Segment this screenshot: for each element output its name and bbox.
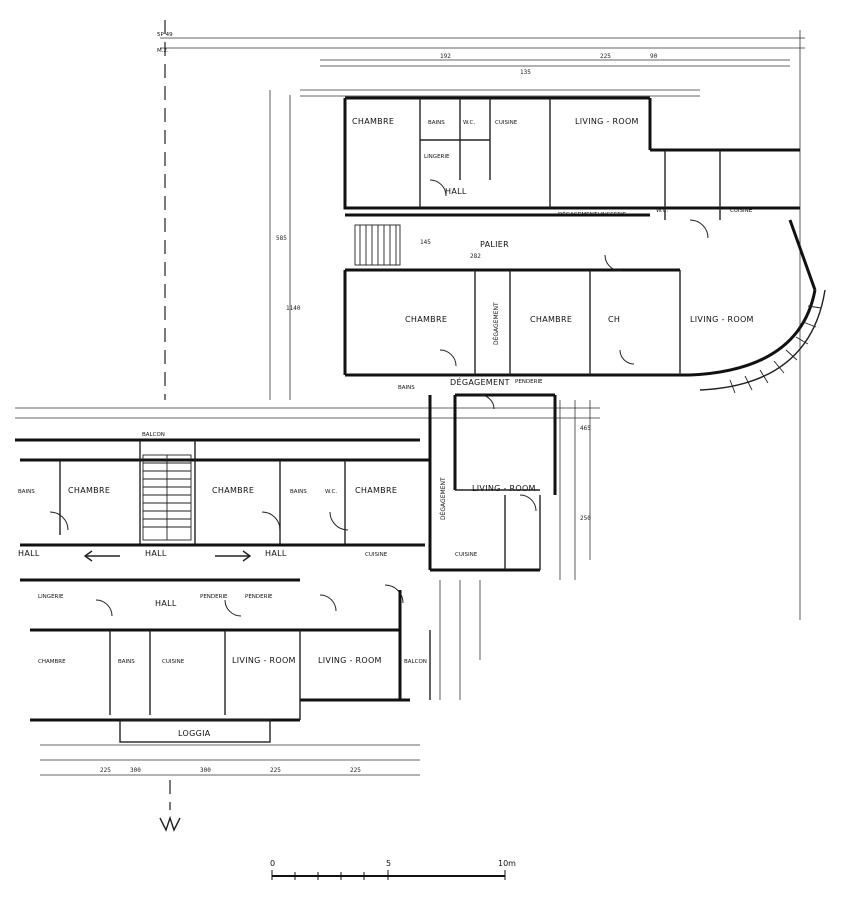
dimension-text: 282 — [470, 253, 481, 260]
room-label: LIVING - ROOM — [575, 117, 639, 126]
room-label: CUISINE — [455, 552, 478, 558]
dimension-text: 192 — [440, 53, 451, 60]
room-label: BAINS — [290, 489, 307, 495]
compass-mark — [159, 780, 181, 832]
room-label: HALL — [265, 549, 287, 558]
room-label: CHAMBRE — [355, 486, 397, 495]
room-label: BALCON — [142, 432, 165, 438]
room-label: VAISSERIE — [598, 212, 627, 218]
room-label: LOGGIA — [178, 729, 211, 738]
dimension-text: 300 — [130, 767, 141, 774]
top-dimension-rails — [160, 30, 805, 620]
room-label: HALL — [18, 549, 40, 558]
curved-stair — [729, 305, 822, 394]
room-label: HALL — [445, 187, 467, 196]
room-label: W.C. — [463, 120, 475, 126]
middle-block-walls — [15, 393, 600, 582]
room-label: CH — [608, 315, 620, 324]
room-label: DÉGAGEMENT — [492, 302, 500, 345]
room-label: BAINS — [428, 120, 445, 126]
hall-arrows — [83, 550, 252, 562]
room-label: PENDERIE — [200, 594, 228, 600]
room-label: CHAMBRE — [405, 315, 447, 324]
room-label: DÉGAGEMENT — [450, 376, 510, 387]
room-label: CHAMBRE — [352, 117, 394, 126]
room-label: BALCON — [404, 659, 427, 665]
room-label: PALIER — [480, 240, 509, 249]
lower-block-walls — [30, 590, 431, 776]
axis-mark-top: 5P 49 — [157, 32, 173, 38]
scale-label-0: 0 — [270, 859, 275, 868]
room-label: LIVING - ROOM — [472, 484, 536, 493]
room-label: BAINS — [398, 385, 415, 391]
scale-label-5: 5 — [386, 859, 391, 868]
room-label: HALL — [145, 549, 167, 558]
dimension-text: 135 — [520, 69, 531, 76]
room-label: PENDERIE — [245, 594, 273, 600]
room-label: CUISINE — [162, 659, 185, 665]
scale-bar: 0 5 10m — [270, 859, 516, 880]
dimension-text: 225 — [270, 767, 281, 774]
axis-mark-label: M.2. — [157, 48, 169, 54]
middle-doors — [49, 394, 537, 617]
room-label: CHAMBRE — [212, 486, 254, 495]
dimension-text: 585 — [276, 235, 287, 242]
scale-label-10: 10m — [498, 859, 516, 868]
room-label: PENDERIE — [515, 379, 543, 385]
upper-block-walls — [343, 96, 826, 391]
room-label: LIVING - ROOM — [690, 315, 754, 324]
dimension-text: 225 — [100, 767, 111, 774]
room-label: W.C. — [325, 489, 337, 495]
upper-stair — [354, 224, 401, 266]
room-label: CUISINE — [730, 208, 753, 214]
room-label: CHAMBRE — [38, 659, 66, 665]
side-dimension-rails — [269, 90, 591, 700]
dimension-text: 145 — [420, 239, 431, 246]
room-label: W.C. — [656, 208, 668, 214]
dimension-text: 225 — [600, 53, 611, 60]
room-label: BAINS — [118, 659, 135, 665]
dimension-text: 250 — [580, 515, 591, 522]
room-label: DÉGAGEMENT — [558, 210, 598, 218]
room-label: CHAMBRE — [68, 486, 110, 495]
room-label: LIVING - ROOM — [232, 656, 296, 665]
dimension-text: 300 — [200, 767, 211, 774]
dimension-numbers: 192 225 135 90 585 1140 225 300 300 225 … — [100, 53, 658, 774]
dimension-text: 90 — [650, 53, 658, 60]
room-label: HALL — [155, 599, 177, 608]
room-label: BAINS — [18, 489, 35, 495]
dimension-text: 465 — [580, 425, 591, 432]
middle-stair — [142, 454, 192, 541]
room-label: LIVING - ROOM — [318, 656, 382, 665]
room-label: CUISINE — [365, 552, 388, 558]
room-label: LINGERIE — [424, 154, 450, 160]
room-label: CHAMBRE — [530, 315, 572, 324]
dimension-text: 225 — [350, 767, 361, 774]
room-label: LINGERIE — [38, 594, 64, 600]
room-label: CUISINE — [495, 120, 518, 126]
upper-doors — [429, 179, 709, 367]
room-label: DÉGAGEMENT — [439, 477, 447, 520]
dimension-text: 1140 — [286, 305, 301, 312]
